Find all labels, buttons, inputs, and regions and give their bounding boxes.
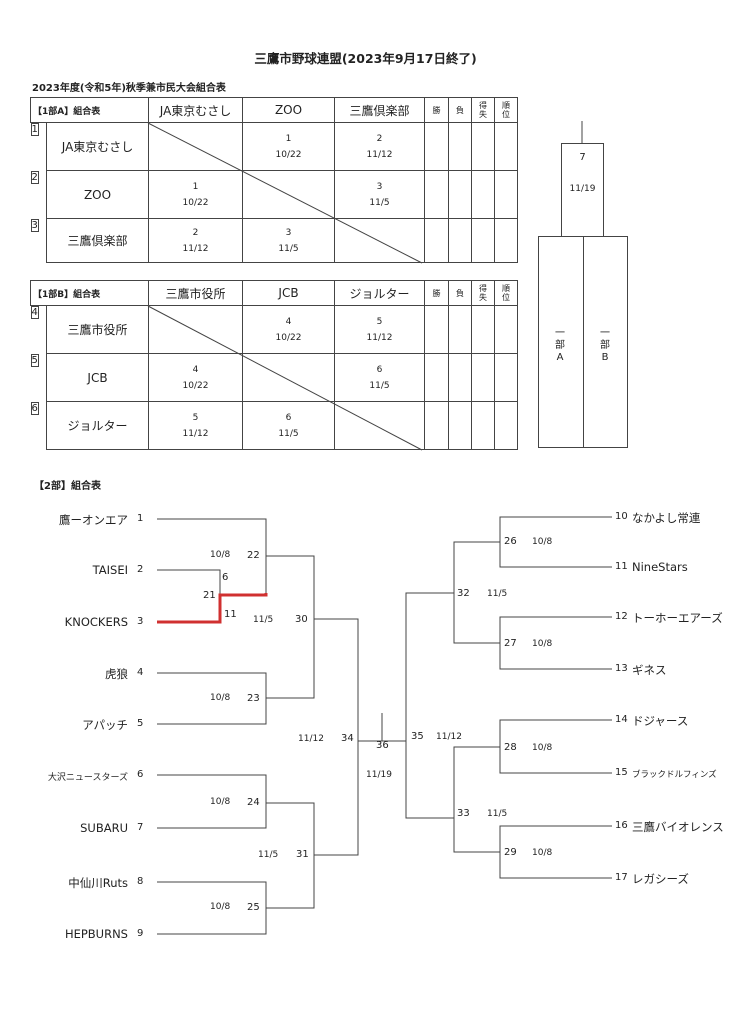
game-date: 10/8 bbox=[532, 639, 553, 649]
div1a-row-team: JA東京むさし bbox=[45, 122, 150, 171]
div1a-label: 【1部A】組合表 bbox=[29, 97, 150, 123]
div1b-col-team-3: ジョルター bbox=[334, 280, 425, 306]
game-number: 23 bbox=[247, 693, 260, 704]
seed: 2 bbox=[137, 564, 144, 575]
knockers-winner-path bbox=[157, 593, 268, 624]
team-left: TAISEI bbox=[92, 563, 128, 577]
game-date: 11/5 bbox=[253, 615, 274, 625]
team-right: ギネス bbox=[632, 663, 667, 677]
team-left: SUBARU bbox=[80, 821, 128, 835]
game-number: 6 bbox=[222, 572, 229, 583]
game-date: 11/12 bbox=[298, 734, 324, 744]
seed: 12 bbox=[615, 611, 628, 622]
team-left: アパッチ bbox=[82, 718, 128, 732]
seed: 15 bbox=[615, 767, 628, 778]
game-date: 11/5 bbox=[487, 809, 508, 819]
seed: 17 bbox=[615, 872, 628, 883]
game-number: 33 bbox=[457, 808, 470, 819]
game-number: 26 bbox=[504, 536, 517, 547]
div1a-col-wins: 勝 bbox=[424, 97, 450, 123]
div1a-row-id: 3 bbox=[30, 218, 39, 232]
game-date: 10/8 bbox=[532, 743, 553, 753]
team-right: レガシーズ bbox=[632, 872, 689, 886]
div1a-row-team: ZOO bbox=[45, 170, 150, 219]
seed: 7 bbox=[137, 822, 144, 833]
game-number: 35 bbox=[411, 731, 424, 742]
game-number: 29 bbox=[504, 847, 517, 858]
game-number: 34 bbox=[341, 733, 354, 744]
div2-label: 【2部】組合表 bbox=[34, 481, 101, 492]
game-date: 10/8 bbox=[210, 797, 231, 807]
div1b-row-id: 5 bbox=[30, 353, 39, 367]
div1a-row-id: 1 bbox=[30, 123, 39, 136]
team-right: 三鷹バイオレンス bbox=[632, 820, 724, 834]
team-left: KNOCKERS bbox=[64, 615, 128, 629]
seed: 8 bbox=[137, 876, 144, 887]
seed: 14 bbox=[615, 714, 628, 725]
div1b-row-team: ジョルター bbox=[46, 401, 149, 450]
game-date: 10/8 bbox=[532, 537, 553, 547]
team-right: ドジャース bbox=[632, 714, 689, 728]
team-right: トーホーエアーズ bbox=[632, 611, 723, 625]
team-left: 虎狼 bbox=[105, 667, 128, 681]
team-right: NineStars bbox=[632, 560, 688, 574]
game-date: 11/5 bbox=[258, 850, 279, 860]
game-date: 10/8 bbox=[210, 693, 231, 703]
div1a-row-id: 2 bbox=[30, 170, 39, 184]
seed: 10 bbox=[615, 511, 628, 522]
game-number: 22 bbox=[247, 550, 260, 561]
team-left: 鷹ーオンエア bbox=[59, 513, 128, 527]
div1a-col-rank: 順位 bbox=[494, 97, 519, 123]
div1b-col-rank: 順位 bbox=[494, 280, 518, 306]
seed: 4 bbox=[137, 667, 144, 678]
team-right: なかよし常連 bbox=[632, 511, 701, 525]
game-date: 10/8 bbox=[532, 848, 553, 858]
div1b-row-id: 4 bbox=[30, 306, 39, 319]
game-number: 21 bbox=[203, 590, 216, 601]
game-date: 11/5 bbox=[487, 589, 508, 599]
div1b-row-team: 三鷹市役所 bbox=[46, 305, 149, 354]
game-number: 24 bbox=[247, 797, 260, 808]
page-title: 三鷹市野球連盟(2023年9月17日終了) bbox=[254, 51, 477, 66]
game-number: 36 bbox=[376, 740, 389, 751]
game-number: 30 bbox=[295, 614, 308, 625]
div1b-row-id: 6 bbox=[30, 401, 39, 415]
game-number: 28 bbox=[504, 742, 517, 753]
div1a-col-team-3: 三鷹倶楽部 bbox=[334, 97, 426, 123]
team-right: ブラックドルフィンズ bbox=[632, 770, 717, 780]
team-left: HEPBURNS bbox=[64, 927, 128, 941]
seed: 11 bbox=[615, 561, 628, 572]
team-left: 中仙川Ruts bbox=[68, 876, 128, 890]
final1-left-label: 一部A bbox=[555, 328, 565, 363]
game-number: 27 bbox=[504, 638, 517, 649]
game-number: 11 bbox=[224, 609, 237, 620]
div1a-row-team: 三鷹倶楽部 bbox=[45, 218, 150, 263]
game-date: 10/8 bbox=[210, 902, 231, 912]
div1a-col-team-1: JA東京むさし bbox=[148, 97, 244, 123]
seed: 5 bbox=[137, 718, 144, 729]
final1-divider bbox=[583, 236, 584, 448]
game-number: 31 bbox=[296, 849, 309, 860]
team-left: 大沢ニュースターズ bbox=[47, 773, 128, 783]
final1-right-label: 一部B bbox=[600, 328, 610, 363]
seed: 13 bbox=[615, 663, 628, 674]
seed: 6 bbox=[137, 769, 144, 780]
seed: 9 bbox=[137, 928, 144, 939]
game-number: 25 bbox=[247, 902, 260, 913]
final1-date: 11/19 bbox=[569, 184, 596, 194]
final1-game: 7 bbox=[579, 152, 586, 163]
div1a-col-diff: 得失 bbox=[471, 97, 496, 123]
game-date: 10/8 bbox=[210, 550, 231, 560]
seed: 1 bbox=[137, 513, 144, 524]
game-date: 11/19 bbox=[366, 770, 392, 780]
div1b-label: 【1部B】組合表 bbox=[30, 280, 149, 306]
game-date: 11/12 bbox=[436, 732, 462, 742]
seed: 3 bbox=[137, 616, 144, 627]
game-number: 32 bbox=[457, 588, 470, 599]
seed: 16 bbox=[615, 820, 628, 831]
page-subtitle: 2023年度(令和5年)秋季兼市民大会組合表 bbox=[32, 83, 226, 94]
